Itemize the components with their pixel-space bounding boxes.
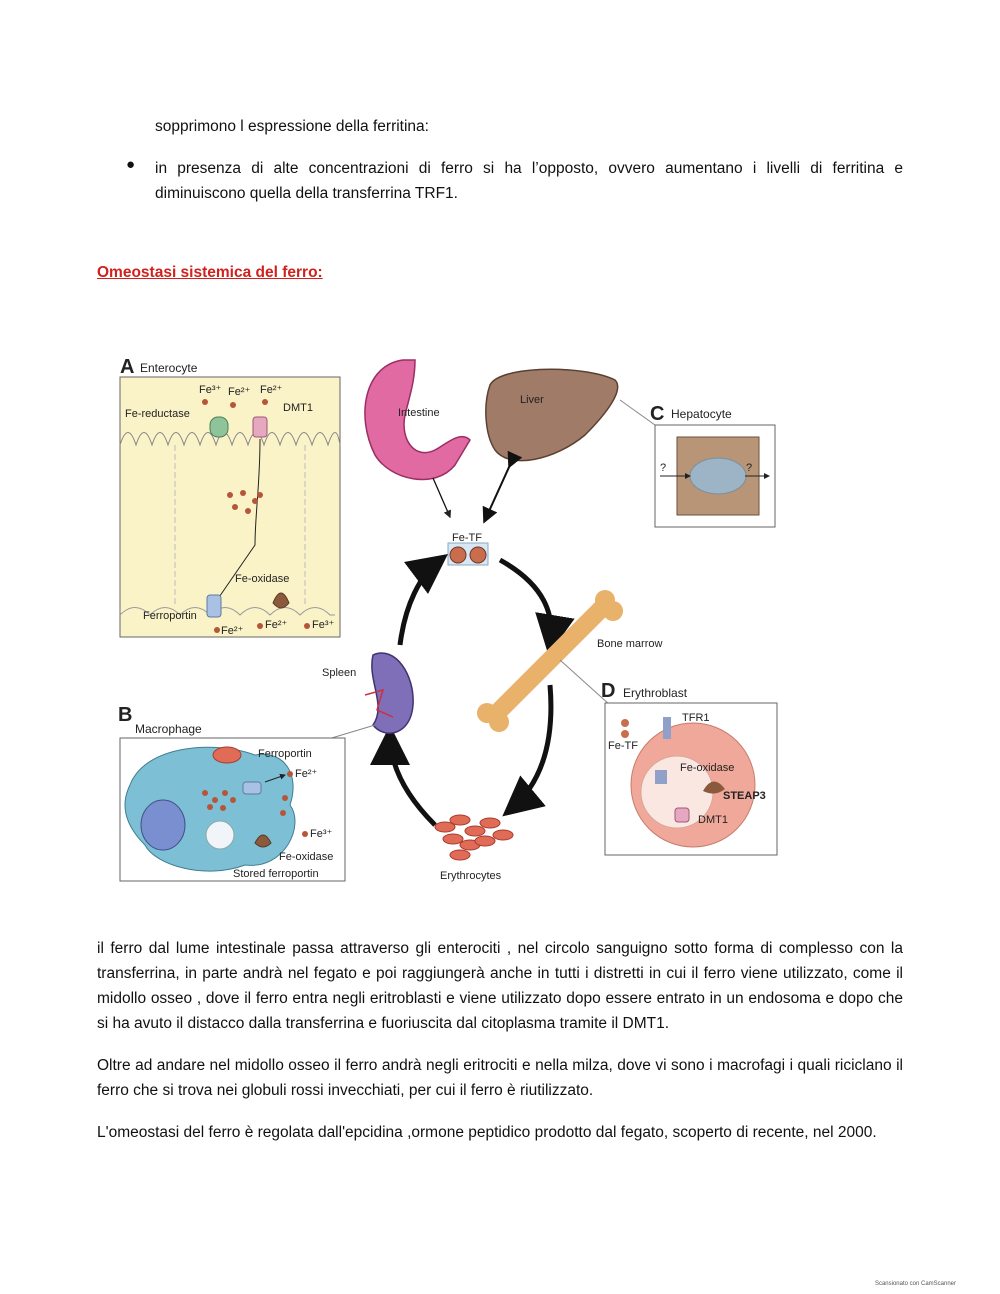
svg-text:Erythrocytes: Erythrocytes: [440, 870, 502, 882]
iron-homeostasis-figure: A Enterocyte Fe³⁺ Fe²⁺ Fe²⁺ Fe-reductase…: [118, 356, 778, 882]
panel-a-title: Enterocyte: [140, 361, 198, 375]
bullet-icon: ●: [126, 156, 136, 173]
fe-oxidase-icon: [272, 592, 290, 609]
fe-oxidase-icon: [254, 834, 272, 848]
svg-text:Spleen: Spleen: [322, 667, 356, 679]
svg-text:Ferroportin: Ferroportin: [258, 748, 312, 760]
fe-reductase-icon: [209, 416, 229, 438]
text-line-ferritin: sopprimono l espressione della ferritina…: [155, 118, 429, 135]
svg-text:B: B: [118, 704, 132, 726]
svg-text:Erythroblast: Erythroblast: [623, 686, 688, 700]
paragraph-1: il ferro dal lume intestinale passa attr…: [97, 940, 903, 1032]
ferroportin-icon: [242, 781, 262, 795]
panel-b-macrophage: B Macrophage Ferroportin Fe²⁺ Fe³⁺ Fe-ox…: [118, 704, 346, 882]
bone-marrow: Bone marrow: [477, 590, 662, 732]
ferroportin-icon: [206, 594, 222, 618]
svg-text:DMT1: DMT1: [283, 402, 313, 414]
svg-text:Fe-TF: Fe-TF: [608, 740, 638, 752]
svg-text:Fe-oxidase: Fe-oxidase: [279, 851, 333, 863]
svg-text:TFR1: TFR1: [682, 712, 710, 724]
svg-text:Bone marrow: Bone marrow: [597, 638, 662, 650]
svg-text:Fe²⁺: Fe²⁺: [228, 386, 251, 398]
panel-d-erythroblast: D Erythroblast TFR1 Fe-TF Fe-oxidase STE…: [601, 680, 778, 856]
paragraph-2: Oltre ad andare nel midollo osseo il fer…: [97, 1057, 903, 1099]
svg-text:Fe³⁺: Fe³⁺: [199, 384, 222, 396]
liver-organ: Liver: [485, 368, 619, 462]
svg-text:Fe-oxidase: Fe-oxidase: [680, 762, 734, 774]
svg-text:D: D: [601, 680, 615, 702]
spleen-organ: Spleen: [322, 652, 414, 734]
svg-text:Fe-TF: Fe-TF: [452, 532, 482, 544]
svg-text:Fe²⁺: Fe²⁺: [260, 384, 283, 396]
svg-text:DMT1: DMT1: [698, 814, 728, 826]
svg-text:STEAP3: STEAP3: [723, 790, 766, 802]
svg-text:Stored ferroportin: Stored ferroportin: [233, 868, 319, 880]
svg-text:?: ?: [660, 462, 666, 474]
svg-text:Fe-reductase: Fe-reductase: [125, 408, 190, 420]
paragraph-3: L'omeostasi del ferro è regolata dall'ep…: [97, 1124, 877, 1141]
erythrocytes-cluster: [434, 814, 514, 861]
svg-text:Fe³⁺: Fe³⁺: [310, 828, 333, 840]
svg-text:Fe³⁺: Fe³⁺: [312, 619, 335, 631]
panel-c-hepatocyte: C Hepatocyte ? ?: [650, 403, 776, 528]
svg-text:Hepatocyte: Hepatocyte: [671, 407, 732, 421]
panel-a-enterocyte: A Enterocyte Fe³⁺ Fe²⁺ Fe²⁺ Fe-reductase…: [119, 356, 341, 638]
svg-text:Intestine: Intestine: [398, 407, 440, 419]
fe-tf-center: Fe-TF: [447, 532, 489, 566]
panel-a-letter: A: [120, 356, 134, 378]
svg-text:Fe-oxidase: Fe-oxidase: [235, 573, 289, 585]
svg-text:Fe²⁺: Fe²⁺: [221, 625, 244, 637]
svg-text:Macrophage: Macrophage: [135, 722, 202, 736]
intestine-organ: Intestine: [364, 359, 471, 481]
svg-text:Ferroportin: Ferroportin: [143, 610, 197, 622]
dmt1-icon: [252, 416, 268, 438]
svg-text:?: ?: [746, 462, 752, 474]
svg-text:Fe²⁺: Fe²⁺: [295, 768, 318, 780]
scanner-footer: Scansionato con CamScanner: [874, 1281, 956, 1287]
svg-text:C: C: [650, 403, 664, 425]
bullet-item: in presenza di alte concentrazioni di fe…: [155, 160, 903, 202]
svg-text:Liver: Liver: [520, 394, 544, 406]
section-heading: Omeostasi sistemica del ferro:: [97, 264, 323, 281]
svg-text:Fe²⁺: Fe²⁺: [265, 619, 288, 631]
